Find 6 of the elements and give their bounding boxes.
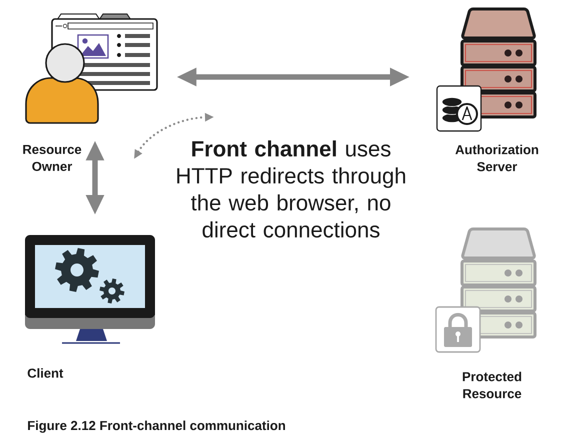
figure-caption: Figure 2.12 Front-channel communication <box>28 420 285 433</box>
icon-label: Resource Owner <box>23 144 82 172</box>
description-text: Front channel uses HTTP redirects through the web browser, no direct connections <box>177 140 406 238</box>
icon-label: Protected Resource <box>462 372 522 398</box>
icon-label: Authorization Server <box>455 144 538 172</box>
icon-label: Client <box>28 368 64 378</box>
